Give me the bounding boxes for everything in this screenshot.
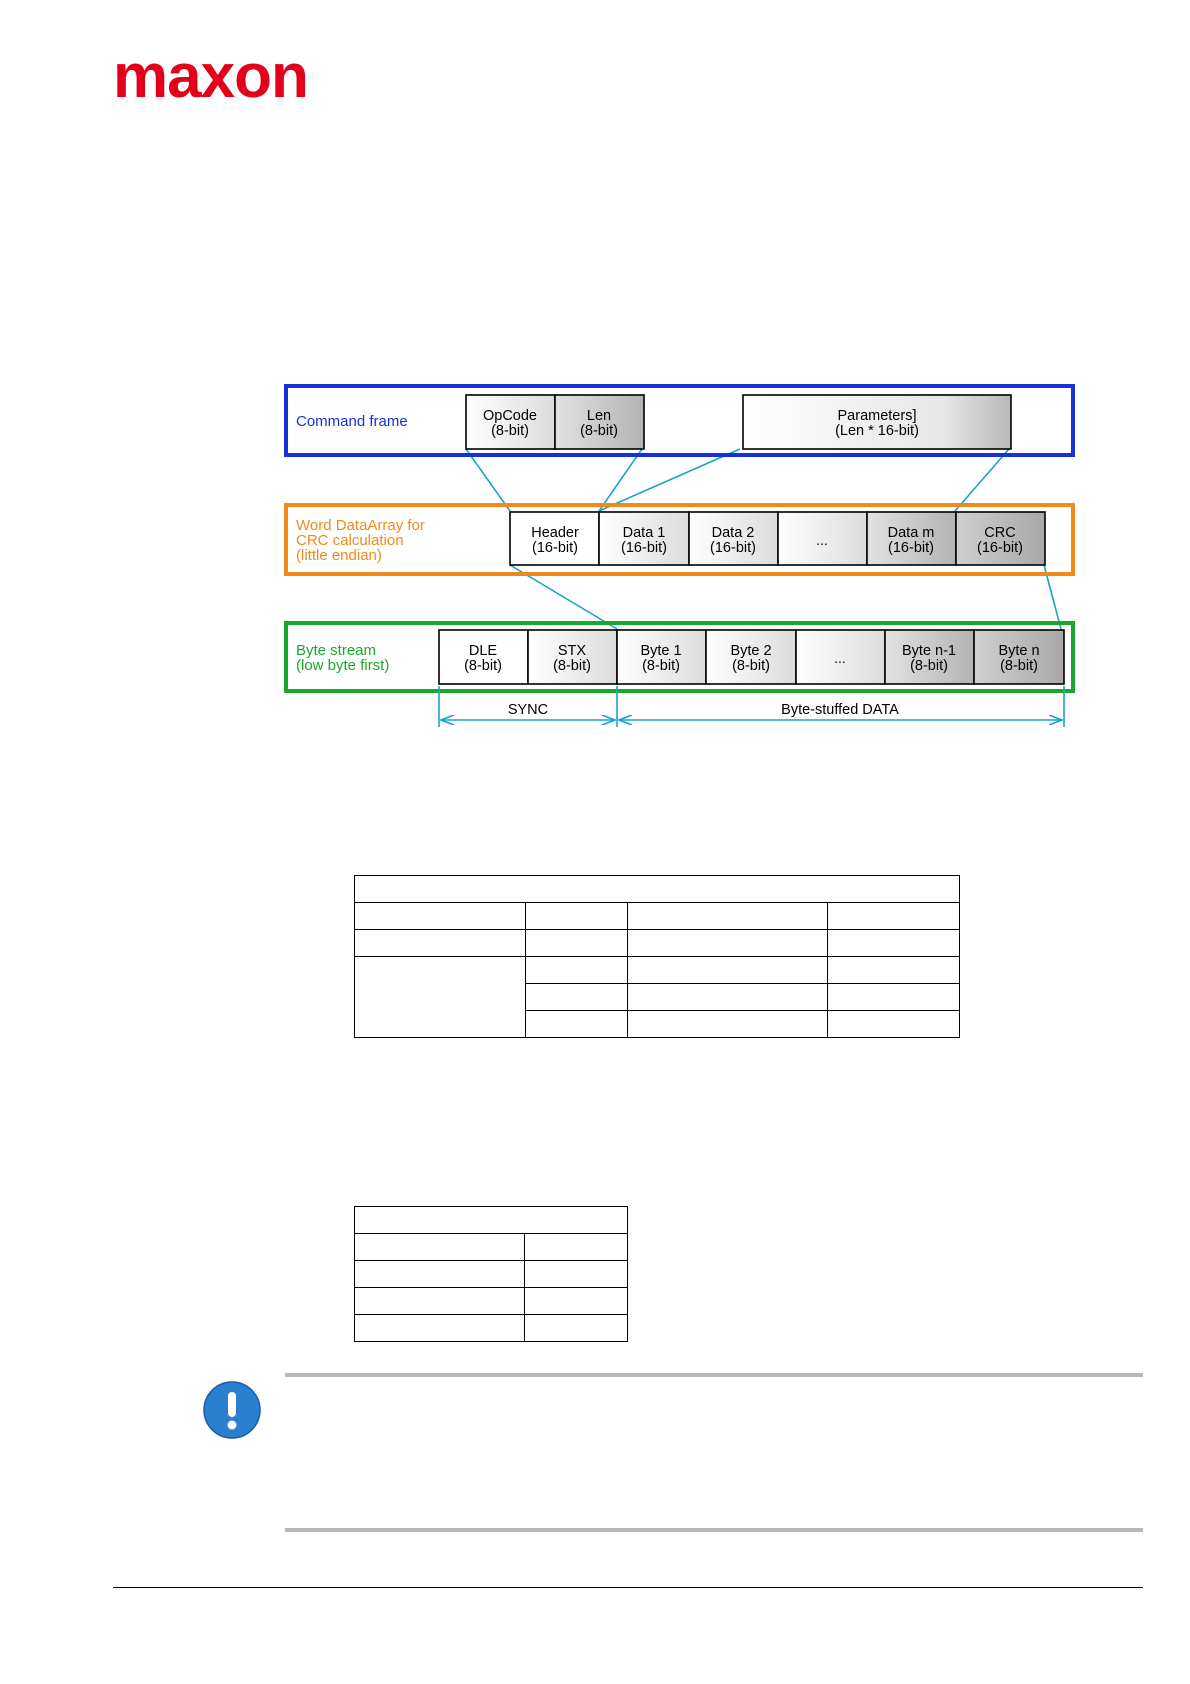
note-top-rule [285, 1373, 1143, 1377]
data-m-cell-name: Data m [888, 525, 935, 541]
exclamation-icon [203, 1381, 261, 1439]
word-array-label-line-1: Word DataArray for [296, 517, 425, 534]
parameters-cell-name: Parameters] [838, 408, 917, 424]
table-row [354, 902, 960, 930]
byte-ellipsis-cell-name: ... [834, 650, 846, 666]
word-array-label-line-2: CRC calculation [296, 532, 404, 549]
crc-cell [955, 511, 1046, 566]
byte-2-cell-name: Byte 2 [730, 643, 771, 659]
table-row [355, 1010, 960, 1038]
data-2-cell [688, 511, 779, 566]
table-row [354, 956, 960, 1038]
byte-stuffed-data-label: Byte-stuffed DATA [781, 702, 899, 718]
len-cell-size: (8-bit) [580, 423, 618, 439]
word-array-label-line-3: (little endian) [296, 547, 382, 564]
table-1 [354, 875, 960, 1038]
command-frame-box [284, 384, 1075, 457]
sync-label: SYNC [508, 702, 548, 718]
word-ellipsis-cell [777, 511, 868, 566]
crc-cell-size: (16-bit) [977, 540, 1023, 556]
byte-1-cell-size: (8-bit) [642, 658, 680, 674]
byte-n-cell-name: Byte n [998, 643, 1039, 659]
byte-2-cell-size: (8-bit) [732, 658, 770, 674]
stx-cell-name: STX [558, 643, 587, 659]
byte-n-cell [973, 629, 1065, 685]
frame-structure-diagram: Command frame OpCode (8-bit) Len (8-bit)… [284, 384, 1075, 727]
table-row [354, 929, 960, 957]
data-2-cell-name: Data 2 [712, 525, 755, 541]
byte-1-cell-name: Byte 1 [640, 643, 681, 659]
data-1-cell-size: (16-bit) [621, 540, 667, 556]
dle-cell-name: DLE [469, 643, 498, 659]
footer-rule [113, 1587, 1143, 1588]
note-bottom-rule [285, 1528, 1143, 1532]
header-cell-size: (16-bit) [532, 540, 578, 556]
byte-n-1-cell-size: (8-bit) [910, 658, 948, 674]
table-row [355, 983, 960, 1011]
byte-1-cell [616, 629, 707, 685]
table-row [354, 1206, 628, 1234]
header-cell-name: Header [531, 525, 579, 541]
command-frame-label: Command frame [296, 413, 408, 430]
connector-lines [465, 448, 1062, 630]
table-row [354, 875, 960, 903]
table-row [353, 1233, 628, 1261]
byte-n-1-cell-name: Byte n-1 [902, 643, 956, 659]
opcode-cell-name: OpCode [483, 408, 537, 424]
byte-n-cell-size: (8-bit) [1000, 658, 1038, 674]
len-cell-name: Len [587, 408, 611, 424]
byte-stream-box [284, 621, 1075, 693]
parameters-cell [742, 394, 1012, 450]
table-row [353, 1287, 628, 1315]
table-2 [353, 1206, 628, 1342]
dle-cell [438, 629, 529, 685]
data-1-cell-name: Data 1 [623, 525, 666, 541]
byte-2-cell [705, 629, 797, 685]
dimension-lines [438, 686, 1065, 727]
byte-stream-label-line-2: (low byte first) [296, 657, 389, 674]
table-row [353, 1260, 628, 1288]
maxon-logo: maxon [113, 42, 309, 111]
data-2-cell-size: (16-bit) [710, 540, 756, 556]
data-m-cell [866, 511, 957, 566]
dle-cell-size: (8-bit) [464, 658, 502, 674]
parameters-cell-size: (Len * 16-bit) [835, 423, 919, 439]
data-1-cell [598, 511, 690, 566]
stx-cell-size: (8-bit) [553, 658, 591, 674]
opcode-cell-size: (8-bit) [491, 423, 529, 439]
word-array-box [284, 503, 1075, 576]
byte-stream-label-line-1: Byte stream [296, 642, 376, 659]
crc-cell-name: CRC [984, 525, 1015, 541]
len-cell [554, 394, 645, 450]
word-ellipsis-cell-name: ... [816, 532, 828, 548]
header-cell [509, 511, 600, 566]
byte-n-1-cell [884, 629, 975, 685]
byte-ellipsis-cell [795, 629, 886, 685]
data-m-cell-size: (16-bit) [888, 540, 934, 556]
table-row [353, 1314, 628, 1342]
